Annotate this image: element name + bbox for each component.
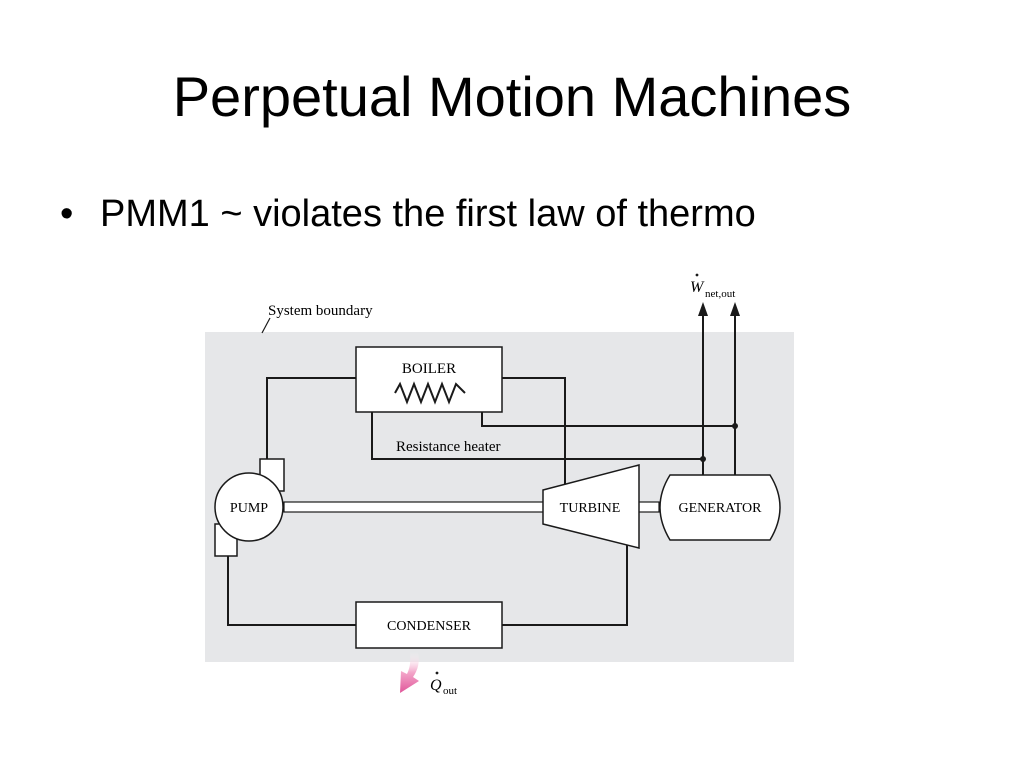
boiler-label: BOILER [402,361,456,377]
system-boundary-leader [261,317,271,334]
heat-output-subscript: out [443,685,457,697]
heat-output-dot [435,671,439,675]
condenser-label: CONDENSER [387,619,472,634]
piping [227,310,736,626]
resistance-heater-label: Resistance heater [396,439,501,455]
bullet-text: PMM1 ~ violates the first law of thermo [100,193,756,235]
work-arrow-head [698,302,708,316]
shaft [283,501,660,513]
bullet-item: • PMM1 ~ violates the first law of thermo [60,190,756,238]
work-output-subscript: net,out [705,288,735,300]
junction-dot [700,456,706,462]
heat-out-arrow [400,652,419,693]
work-output-dot [695,273,699,277]
heat-output-symbol: Q [430,677,442,694]
work-output-symbol: W [690,279,705,296]
resistance-heater-icon [394,381,466,405]
boiler-box [355,346,503,413]
pump-label: PUMP [230,501,268,516]
condenser-box [355,601,503,649]
turbine-body [542,464,640,549]
pump-body [214,472,284,542]
junction-dot [732,423,738,429]
generator-body [659,474,781,541]
bullet-marker: • [60,193,74,235]
generator-label: GENERATOR [679,501,763,516]
system-boundary-label: System boundary [268,303,373,319]
turbine-label: TURBINE [560,501,621,516]
work-arrow-head [730,302,740,316]
slide-title: Perpetual Motion Machines [172,65,852,128]
